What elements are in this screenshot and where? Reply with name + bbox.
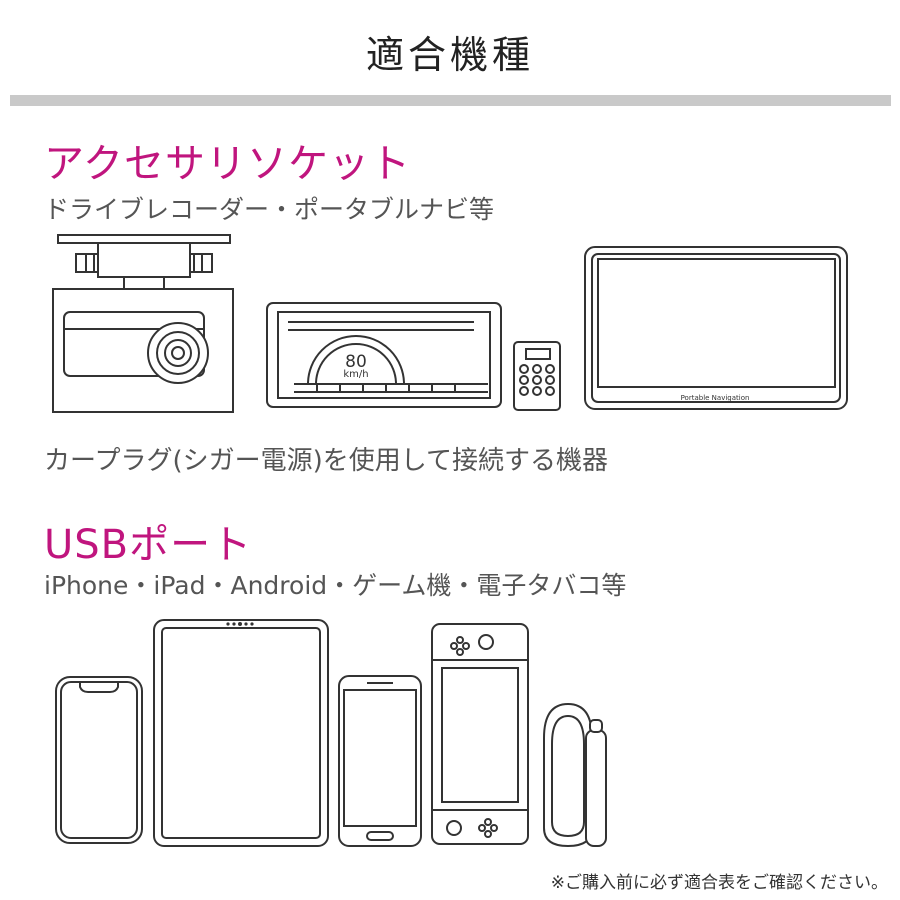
portable-navigation-icon: Portable Navigation [584,246,848,410]
title-divider [10,95,891,106]
car-plug-note: カープラグ(シガー電源)を使用して接続する機器 [44,446,608,476]
game-console-icon [431,623,529,845]
car-radio-icon: 80 km/h [266,302,561,411]
iphone-icon [55,676,143,844]
usb-port-subtitle: iPhone・iPad・Android・ゲーム機・電子タバコ等 [44,571,627,600]
speed-unit: km/h [343,369,368,380]
disclaimer-note: ※ご購入前に必ず適合表をご確認ください。 [550,873,888,893]
remote-control-icon [513,341,561,411]
accessory-socket-heading: アクセサリソケット [44,141,411,187]
android-phone-icon [338,675,422,847]
e-cigarette-icon [543,702,607,848]
ipad-icon [153,619,329,847]
nav-label: Portable Navigation [681,394,750,402]
dashcam-icon [52,234,234,413]
usb-port-heading: USBポート [44,522,253,568]
speed-value: 80 [345,352,367,372]
accessory-socket-subtitle: ドライブレコーダー・ポータブルナビ等 [44,195,495,224]
page-title: 適合機種 [365,33,534,77]
